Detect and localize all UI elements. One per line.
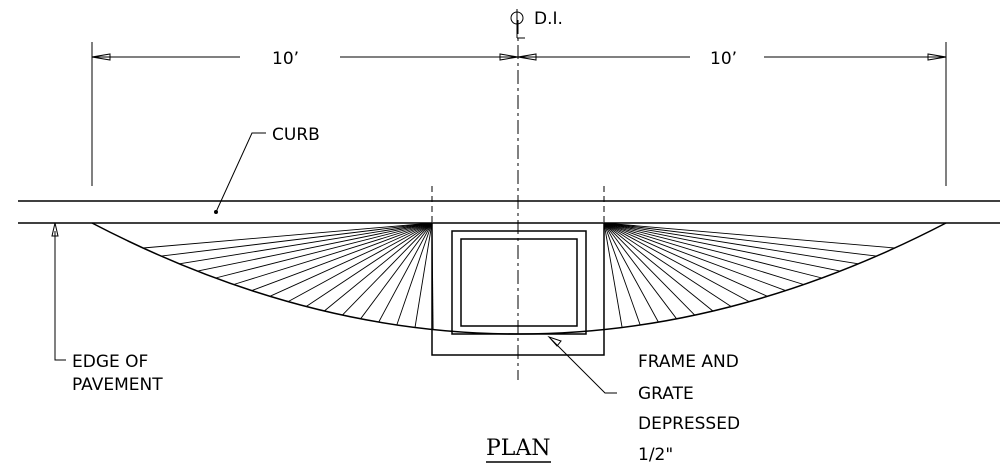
dimension-right-label: 10’ bbox=[710, 49, 737, 69]
hatch-line bbox=[269, 222, 433, 297]
grate-inner bbox=[460, 238, 578, 327]
dimension-left-label: 10’ bbox=[272, 49, 299, 69]
curb-label: CURB bbox=[272, 125, 320, 145]
edge-label-line1: EDGE OF bbox=[72, 352, 148, 372]
hatch-line bbox=[603, 222, 823, 279]
hatch-line bbox=[233, 222, 433, 285]
hatch-line bbox=[342, 222, 433, 316]
edge-of-pavement-leader bbox=[51, 222, 66, 361]
hatch-line bbox=[143, 222, 433, 249]
hatch-line bbox=[603, 222, 877, 257]
hatch-line bbox=[603, 222, 623, 328]
hatch-line bbox=[603, 222, 859, 265]
frame-grate-leader bbox=[547, 335, 617, 394]
hatch-line bbox=[603, 222, 696, 316]
hatch-line bbox=[251, 222, 433, 292]
hatch-line bbox=[161, 222, 433, 257]
hatch-line bbox=[179, 222, 433, 265]
hatch-line bbox=[603, 222, 659, 323]
hatch-line bbox=[603, 222, 768, 297]
hatch-line bbox=[305, 222, 433, 307]
hatch-line bbox=[603, 222, 732, 307]
hatch-line bbox=[603, 222, 804, 285]
frame-label-line2: GRATE bbox=[638, 384, 694, 404]
hatch-line bbox=[603, 222, 841, 272]
hatch-line bbox=[603, 222, 786, 292]
hatch-line bbox=[414, 222, 433, 328]
depression-hatch-right bbox=[603, 222, 895, 330]
drop-inlet-box bbox=[431, 222, 605, 356]
hatch-line bbox=[215, 222, 433, 279]
depression-hatch-left bbox=[143, 222, 434, 330]
edge-label-line2: PAVEMENT bbox=[72, 375, 163, 395]
hatch-line bbox=[603, 222, 714, 312]
frame-label-line3: DEPRESSED bbox=[638, 414, 740, 434]
centerline-label: D.I. bbox=[534, 9, 563, 29]
hatch-line bbox=[603, 222, 677, 320]
curb-leader bbox=[214, 132, 266, 214]
plan-title: PLAN bbox=[486, 436, 551, 461]
hatch-line bbox=[378, 222, 433, 323]
dimension-line-left bbox=[91, 53, 519, 61]
dimension-line-right bbox=[517, 53, 947, 61]
hatch-line bbox=[360, 222, 433, 320]
hatch-line bbox=[603, 222, 895, 249]
hatch-line bbox=[197, 222, 433, 272]
hatch-line bbox=[287, 222, 433, 302]
frame-label-line1: FRAME AND bbox=[638, 352, 739, 372]
centerline-symbol bbox=[510, 9, 525, 39]
hatch-line bbox=[396, 222, 433, 326]
hatch-line bbox=[603, 222, 750, 302]
frame-label-line4: 1/2" bbox=[638, 445, 673, 465]
hatch-line bbox=[324, 222, 433, 312]
frame-outer bbox=[451, 230, 587, 335]
hatch-line bbox=[603, 222, 641, 326]
